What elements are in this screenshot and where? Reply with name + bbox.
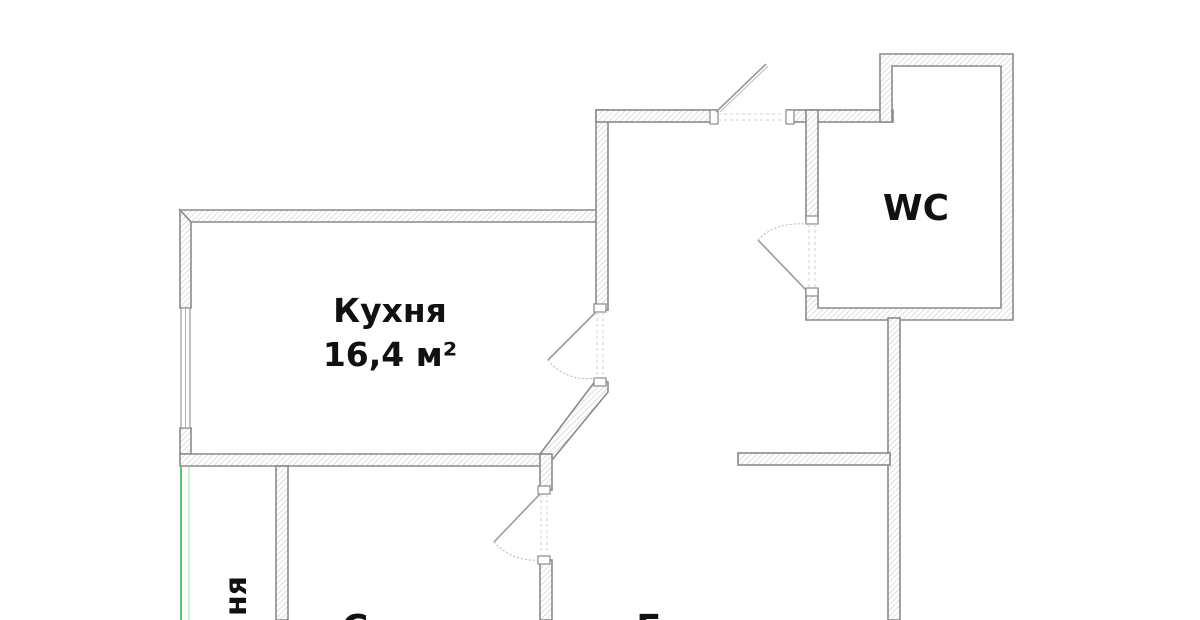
wall-left-room-right-lower [539, 559, 553, 620]
wall-diagonal [539, 379, 609, 461]
wall-hall-left-upper [595, 109, 609, 311]
windows [180, 307, 191, 620]
kitchen-door [547, 303, 607, 387]
wall-hall-stub [737, 452, 891, 466]
left-room-door [493, 485, 551, 565]
kitchen-area: 16,4 м² [323, 335, 457, 374]
hall-name: Гостиная [636, 608, 823, 620]
kitchen-name: Кухня [333, 291, 447, 330]
wall-narrow-room [275, 465, 289, 620]
narrow-room-name: ня [219, 576, 254, 616]
wall-kitchen-bottom [179, 453, 552, 467]
doors [493, 63, 819, 565]
wc-name: WC [883, 188, 949, 229]
room-labels: Кухня 16,4 м² WC Столня Гостиная ня [219, 188, 949, 620]
wall-hall-right [887, 317, 901, 620]
wall-hall-top-left [595, 109, 717, 123]
wc-door [757, 215, 819, 297]
wall-wc-outer [805, 53, 1014, 321]
left-room-name: Столня [342, 608, 488, 620]
wall-kitchen-left-upper [179, 207, 192, 309]
wall-hall-top-right [786, 109, 894, 123]
wall-left-room-right-upper [539, 453, 553, 491]
wall-kitchen-left-lower [179, 427, 192, 455]
wall-wc-left-upper [805, 109, 819, 221]
wall-kitchen-top [178, 209, 599, 223]
entrance-door [709, 63, 795, 125]
